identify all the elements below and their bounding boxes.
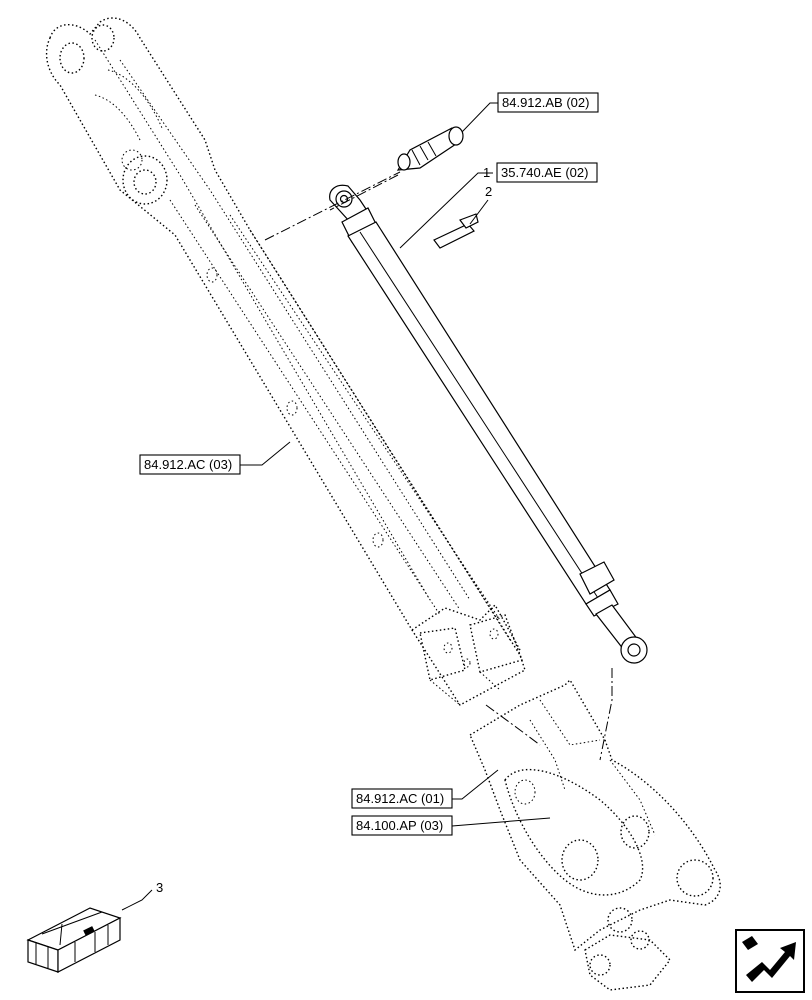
- hydraulic-cylinder: [329, 184, 648, 664]
- retaining-pin: [433, 213, 479, 249]
- return-arrow-icon[interactable]: [735, 929, 805, 993]
- reference-label: 84.912.AC (03): [144, 457, 232, 472]
- center-lines: [264, 171, 613, 761]
- kit-crate-icon: [26, 907, 122, 973]
- boom-pin: [396, 126, 464, 171]
- reference-label: 84.100.AP (03): [356, 818, 443, 833]
- callout-item-3[interactable]: 3: [121, 880, 163, 911]
- reference-label: 84.912.AB (02): [502, 95, 589, 110]
- reference-label: 84.912.AC (01): [356, 791, 444, 806]
- callout-number: 3: [156, 880, 163, 895]
- callout-number: 2: [485, 184, 492, 199]
- callout-item-2[interactable]: 2: [469, 184, 492, 225]
- reference-84-912-ac-01[interactable]: 84.912.AC (01): [351, 769, 499, 809]
- boom-arm-ghost: [45, 17, 526, 706]
- reference-84-912-ac-03[interactable]: 84.912.AC (03): [139, 441, 291, 475]
- reference-label: 35.740.AE (02): [501, 165, 588, 180]
- reference-84-100-ap-03[interactable]: 84.100.AP (03): [351, 815, 551, 836]
- reference-35-740-ae-02[interactable]: 35.740.AE (02): [496, 162, 598, 183]
- base-bracket-ghost: [469, 678, 721, 991]
- callout-item-1[interactable]: 1: [399, 165, 493, 249]
- reference-84-912-ab-02[interactable]: 84.912.AB (02): [461, 92, 599, 133]
